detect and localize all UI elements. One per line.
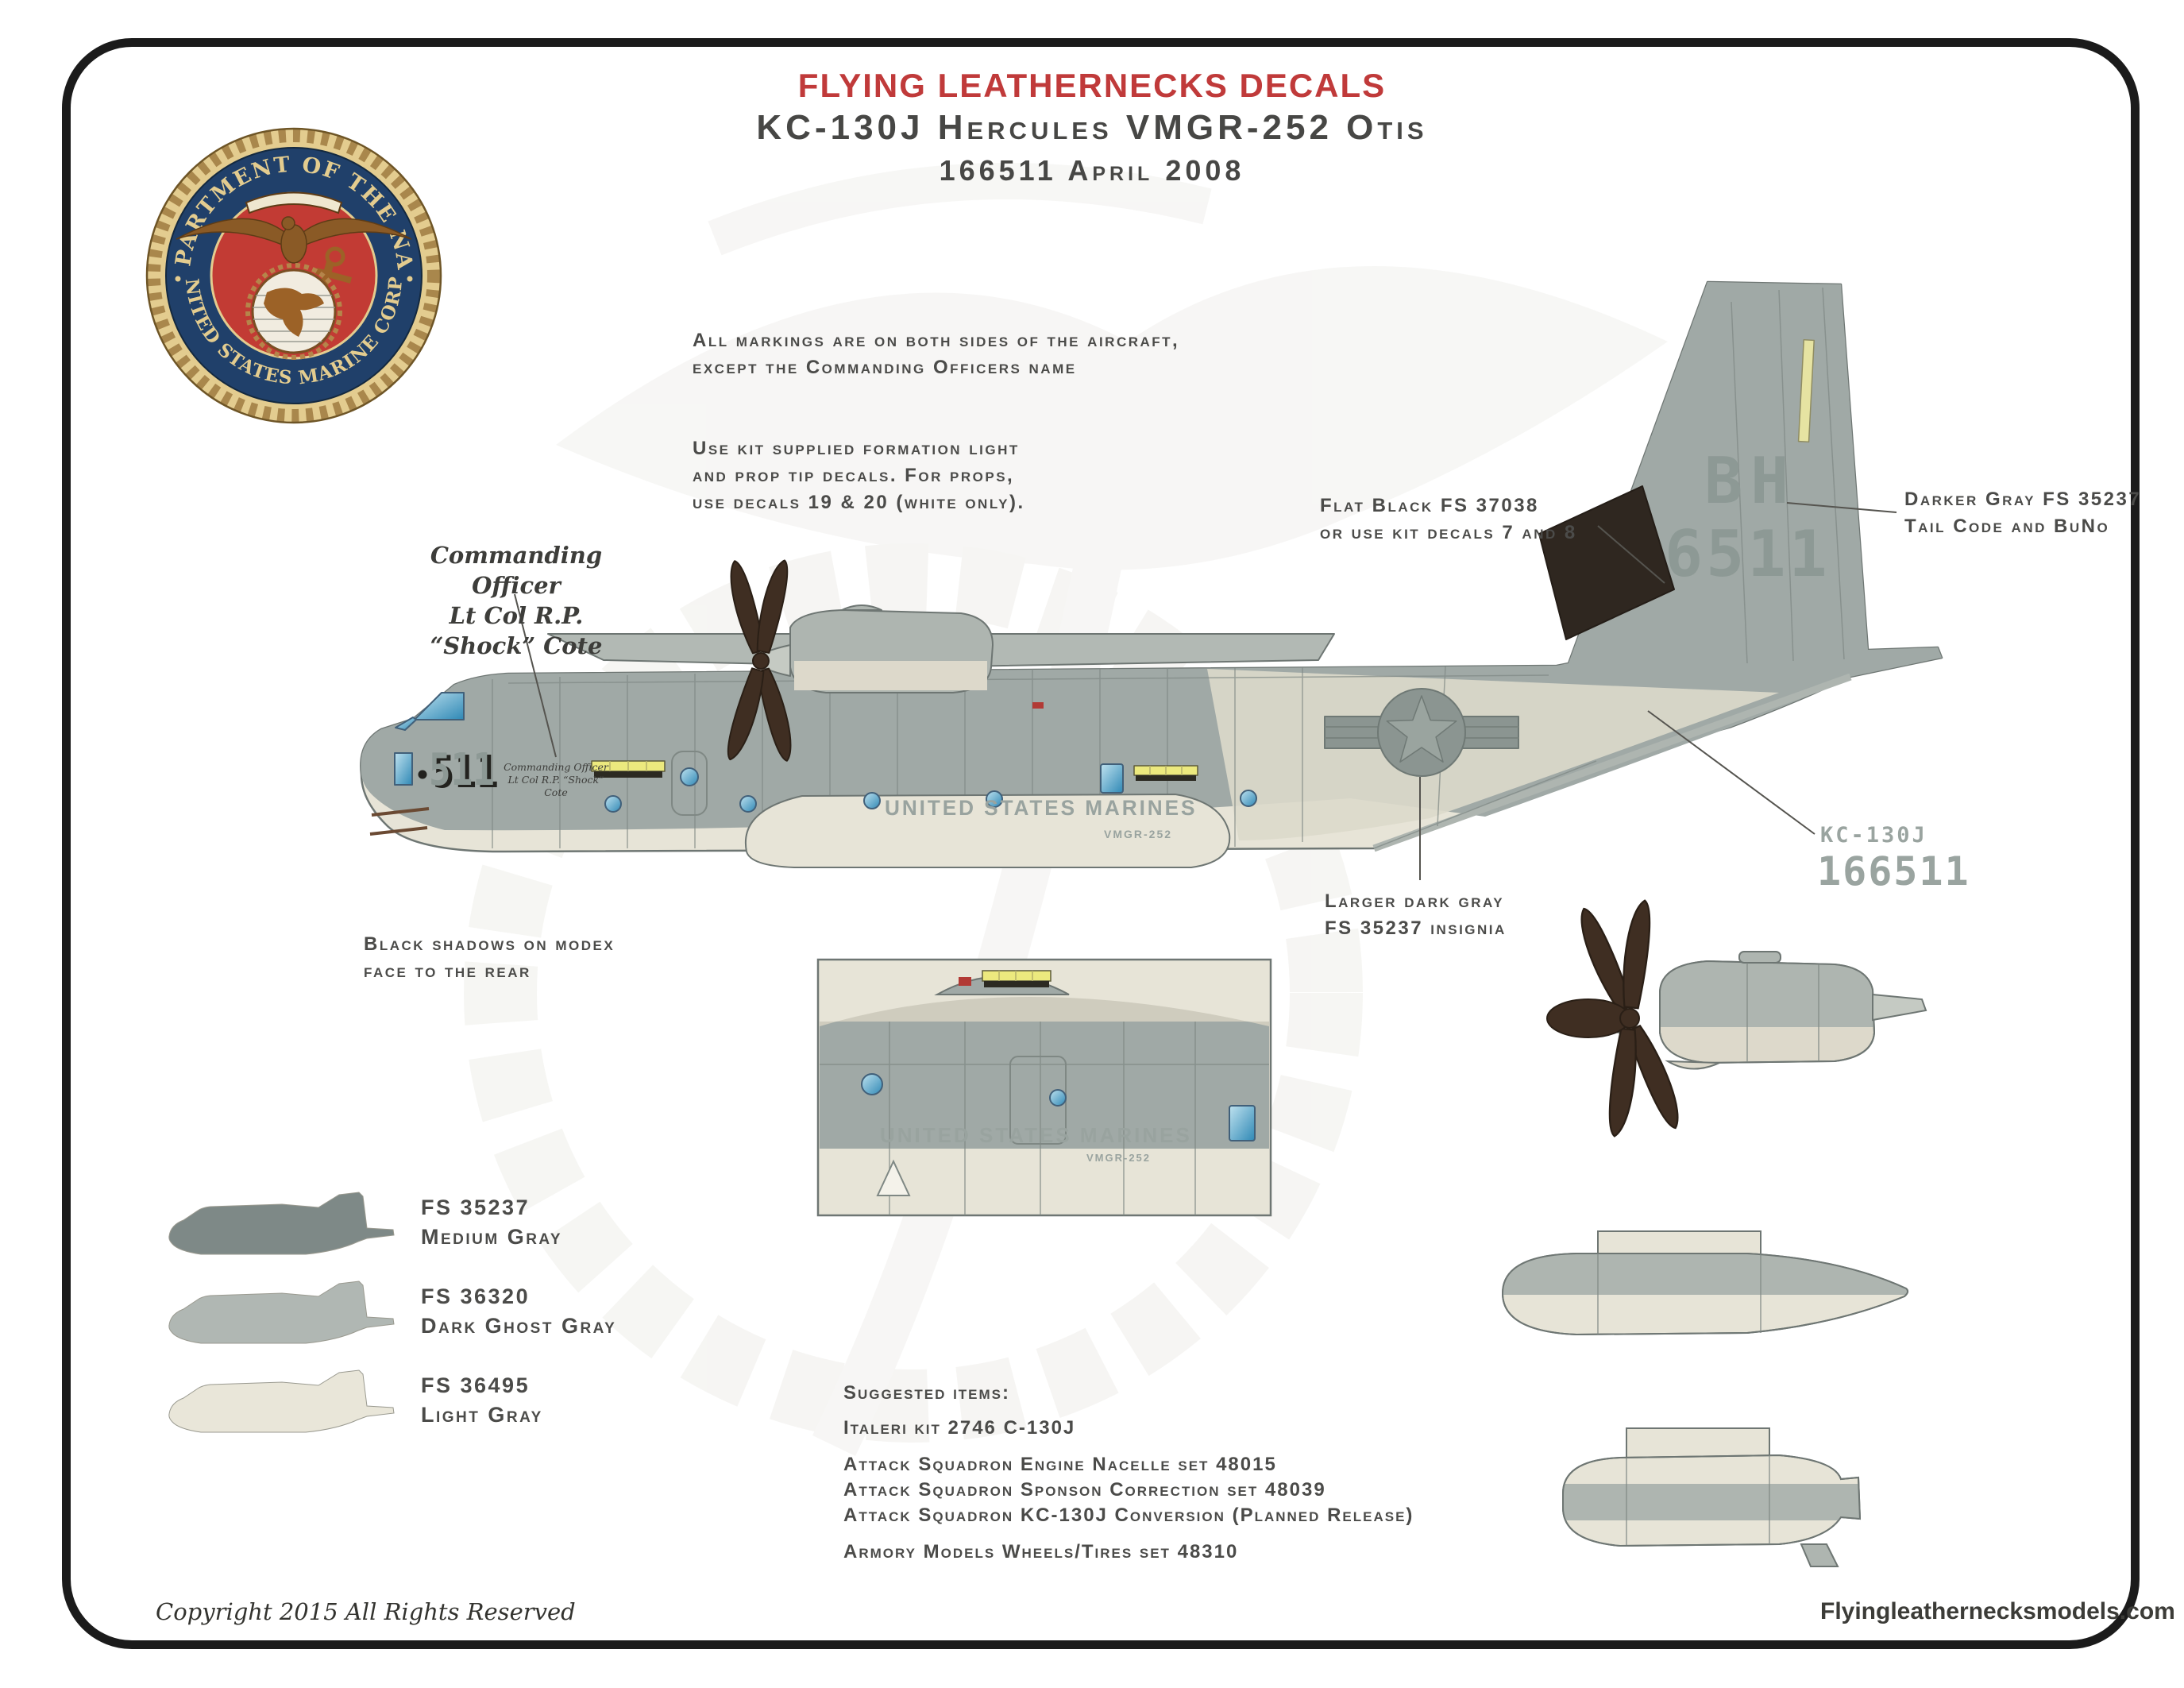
suggested-aftermarket-3: Attack Squadron KC-130J Conversion (Plan… [843, 1505, 1414, 1526]
fs-name: Medium Gray [421, 1225, 563, 1249]
tail-code: BH [1704, 444, 1797, 518]
suggested-heading: Suggested items: [843, 1382, 1011, 1404]
decal-sample-buno: 166511 [1817, 848, 1970, 894]
fs-name: Light Gray [421, 1403, 543, 1427]
fs-code: FS 36320 [421, 1284, 531, 1308]
fs-name: Dark Ghost Gray [421, 1314, 617, 1338]
nose-modex: 511 [429, 744, 495, 796]
paint-scheme-silhouettes [168, 1192, 395, 1433]
sheet-border [62, 38, 2140, 1649]
fuselage-co-name: Commanding Officer Lt Col R.P. “Shock” C… [504, 761, 608, 798]
pitot-tubes [369, 807, 430, 836]
formation-light-strips [591, 760, 1198, 781]
landing-gear-sponson [744, 794, 1231, 868]
suggested-wheels: Armory Models Wheels/Tires set 48310 [843, 1541, 1239, 1562]
note-markings-both-sides: All markings are on both sides of the ai… [693, 330, 1180, 378]
sponson-detail-inset [816, 958, 1272, 1217]
sheet-title: KC-130J Hercules VMGR-252 Otis [756, 108, 1428, 147]
suggested-kit: Italeri kit 2746 C-130J [843, 1417, 1076, 1439]
nose-window [394, 752, 413, 786]
fuselage-squadron: VMGR-252 [1104, 828, 1173, 840]
paint-chip-silhouette [168, 1369, 395, 1433]
callout-flat-black: Flat Black FS 37038 or use kit decals 7 … [1320, 495, 1577, 543]
callout-commanding-officer: Commanding Officer Lt Col R.P. “Shock” C… [430, 542, 603, 659]
note-modex-shadow: Black shadows on modex face to the rear [364, 933, 615, 982]
tail-number: 6511 [1665, 517, 1831, 591]
fuselage-windows [604, 763, 1257, 813]
inset-squadron: VMGR-252 [1086, 1152, 1152, 1164]
paint-chip-silhouette [168, 1192, 395, 1255]
cockpit-windows [395, 692, 465, 731]
suggested-aftermarket-2: Attack Squadron Sponson Correction set 4… [843, 1479, 1326, 1501]
refueling-pod-detail [1562, 1427, 1862, 1567]
website-text: Flyingleathernecksmodels.com [1820, 1598, 2175, 1624]
copyright-text: Copyright 2015 All Rights Reserved [156, 1598, 576, 1625]
aircraft-side-profile [360, 280, 1943, 868]
suggested-aftermarket-1: Attack Squadron Engine Nacelle set 48015 [843, 1454, 1277, 1475]
engine-nacelle-detail [1546, 898, 1927, 1139]
flat-black-patch [1538, 485, 1675, 640]
decal-sample-type: KC-130J [1820, 823, 1927, 848]
callout-insignia: Larger dark gray FS 35237 insignia [1325, 890, 1507, 939]
fuselage-titles: UNITED STATES MARINES [885, 796, 1198, 820]
paint-chip-silhouette [168, 1280, 395, 1344]
eagle-globe-anchor-icon [176, 191, 412, 360]
fin-formation-light-strip [1797, 339, 1815, 443]
anti-collision-beacon [1032, 702, 1044, 709]
brand-title: FLYING LEATHERNECKS DECALS [797, 67, 1387, 104]
crew-door [671, 751, 708, 816]
callout-darker-gray-tail: Darker Gray FS 35237 Tail Code and BuNo [1904, 489, 2142, 537]
inset-fuselage-titles: UNITED STATES MARINES [880, 1123, 1192, 1147]
usmc-seal: DEPARTMENT OF THE NAVY UNITED STATES MAR… [0, 0, 442, 424]
propeller [722, 557, 800, 764]
fs-code: FS 35237 [421, 1196, 531, 1219]
sheet-subtitle: 166511 April 2008 [939, 154, 1245, 187]
star-insignia [1324, 688, 1519, 777]
inset-placard [876, 1159, 911, 1196]
external-fuel-tank-detail [1501, 1230, 1909, 1336]
inset-beacon [959, 977, 971, 986]
engine-nacelle [752, 605, 994, 693]
callout-lines [514, 502, 1897, 880]
note-formation-lights: Use kit supplied formation light and pro… [693, 438, 1025, 513]
fs-code: FS 36495 [421, 1373, 531, 1397]
